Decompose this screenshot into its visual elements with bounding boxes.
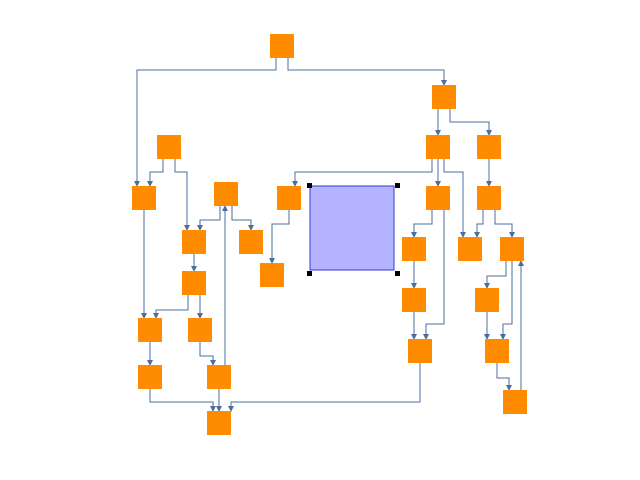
node-n19[interactable] (475, 288, 499, 312)
node-n27[interactable] (207, 411, 231, 435)
edge-e32[interactable] (149, 389, 216, 412)
node-n24[interactable] (138, 365, 162, 389)
resize-handle-top-left[interactable] (307, 183, 312, 188)
edges-layer (134, 58, 524, 412)
node-n6[interactable] (132, 186, 156, 210)
node-n3[interactable] (157, 135, 181, 159)
node-n11[interactable] (182, 230, 206, 254)
node-n22[interactable] (408, 339, 432, 363)
node-n4[interactable] (426, 135, 450, 159)
node-n14[interactable] (458, 237, 482, 261)
selected-node[interactable] (309, 185, 395, 271)
edge-e23[interactable] (153, 295, 189, 319)
edge-e16[interactable] (423, 210, 445, 340)
edge-e12[interactable] (197, 206, 221, 231)
edge-e29[interactable] (496, 363, 512, 391)
node-n7[interactable] (214, 182, 238, 206)
edge-e5[interactable] (147, 159, 164, 187)
edge-e4[interactable] (449, 109, 492, 136)
resize-handle-bottom-left[interactable] (307, 271, 312, 276)
node-n20[interactable] (138, 318, 162, 342)
edge-e28[interactable] (199, 342, 216, 366)
edge-e14[interactable] (269, 210, 290, 264)
node-n2[interactable] (432, 85, 456, 109)
node-n26[interactable] (503, 390, 527, 414)
nodes-layer (132, 34, 527, 435)
resize-handle-bottom-right[interactable] (395, 271, 400, 276)
node-n15[interactable] (500, 237, 524, 261)
node-n8[interactable] (277, 186, 301, 210)
edge-e2[interactable] (287, 58, 447, 86)
edge-e13[interactable] (231, 206, 254, 231)
node-n10[interactable] (477, 186, 501, 210)
node-n16[interactable] (260, 263, 284, 287)
edge-e21[interactable] (484, 261, 507, 289)
edge-e34[interactable] (228, 363, 421, 412)
node-n5[interactable] (477, 135, 501, 159)
edge-e9[interactable] (443, 159, 466, 238)
node-n17[interactable] (182, 271, 206, 295)
edge-e15[interactable] (411, 210, 433, 238)
node-n23[interactable] (485, 339, 509, 363)
edge-e17[interactable] (474, 210, 484, 238)
node-n12[interactable] (239, 230, 263, 254)
node-n18[interactable] (402, 288, 426, 312)
node-n25[interactable] (207, 365, 231, 389)
edge-e7[interactable] (292, 159, 433, 187)
edge-e6[interactable] (174, 159, 190, 231)
resize-handle-top-right[interactable] (395, 183, 400, 188)
node-n13[interactable] (402, 237, 426, 261)
selection-layer (307, 183, 400, 276)
edge-e22[interactable] (500, 261, 513, 340)
node-n1[interactable] (270, 34, 294, 58)
edge-e18[interactable] (494, 210, 515, 238)
node-n21[interactable] (188, 318, 212, 342)
edge-e1[interactable] (134, 58, 277, 187)
node-n9[interactable] (426, 186, 450, 210)
